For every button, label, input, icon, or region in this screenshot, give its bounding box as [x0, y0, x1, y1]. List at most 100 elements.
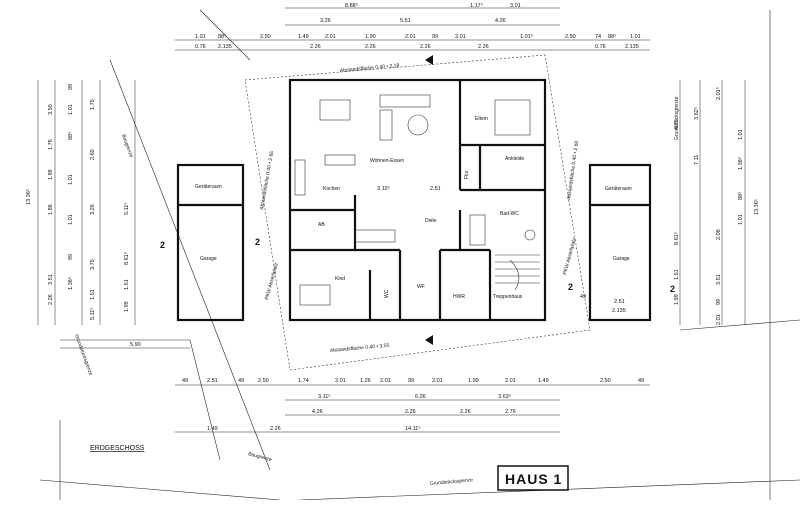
dim-top-r1-2: 3.01 [510, 3, 521, 9]
label-baugrenze-bottom: Baugrenze [247, 451, 272, 463]
label-grundstueck-right: Grundstücksgrenze [674, 96, 680, 140]
section-mark-right-inner: 2 [568, 282, 573, 292]
dim-bot-r1-5: 2.01 [335, 378, 346, 384]
dim-mid-1: 2.51 [430, 186, 441, 192]
dim-top-r2-0: 3.26 [320, 18, 331, 24]
dim-top-r3m-6: 1.01⁵ [520, 33, 533, 40]
house-outer-wall [288, 78, 547, 322]
bathtub [469, 214, 486, 246]
dim-top-r3r-3: 1.01 [630, 34, 641, 40]
dim-right-garage-w0: 2.51 [614, 299, 625, 305]
dim-left-c1-5: 2.26 [48, 294, 54, 305]
dim-left-c4-2: 1.51 [124, 279, 130, 290]
dim-right-c3-1: 1.38⁵ [737, 157, 744, 170]
label-abstand-top: Abstandsfläche 0.40 • 2.18 [340, 63, 400, 74]
label-wf: WF [417, 284, 425, 290]
abstandsflaeche-outline [244, 54, 591, 371]
dim-left-c2-2: 88⁵ [67, 132, 74, 140]
label-bad-wc: Bad-WC [500, 211, 519, 217]
boundary-lines [39, 9, 800, 501]
dim-left-c2-1: 1.01 [68, 104, 74, 115]
dim-left-c2-5: 99 [68, 254, 74, 260]
dim-bot-r1-10: 1.99 [468, 378, 479, 384]
label-treppenhaus: Treppenhaus [493, 294, 523, 300]
label-abstand-right: Abstandsfläche 0.40 • 2.60 [566, 140, 580, 200]
dim-bot-r1-11: 2.01 [505, 378, 516, 384]
dim-left-c4-3: 1.99 [124, 301, 130, 312]
dim-left-c4-0: 5.11⁵ [123, 202, 130, 215]
section-mark-left-inner: 2 [255, 237, 260, 247]
dim-top-r3m-4: 99 [432, 34, 438, 40]
dim-top-r4m-1: 2.26 [365, 44, 376, 50]
dim-top-r4l-1: 2.135 [218, 44, 232, 50]
round-table [407, 114, 429, 136]
dim-right-c2-0: 2.01⁵ [715, 87, 722, 100]
dim-bot-r2-1: 6.26 [415, 394, 426, 400]
dim-bot-r1-8: 99 [408, 378, 414, 384]
dim-bot-r1-13: 2.50 [600, 378, 611, 384]
dimension-lines [37, 7, 746, 433]
label-garage-left: Garage [200, 256, 217, 262]
dim-left-c1-3: 1.86 [48, 204, 54, 215]
section-mark-left: 2 [160, 240, 165, 250]
label-diele: Diele [425, 218, 437, 224]
label-pkw-left: PKW Abstellplatz [264, 262, 280, 301]
dim-top-r3r-0: 2.50 [565, 34, 576, 40]
label-flur: Flur [464, 170, 470, 179]
dim-left-c2-0: 99 [68, 84, 74, 90]
label-abstand-bottom: Abstandsfläche 0.40 • 3.55 [330, 343, 390, 354]
dim-right-c3-0: 1.01 [738, 129, 744, 140]
dim-bot-r4-2: 14.11⁵ [405, 425, 421, 432]
dim-top-r2-2: 4.26 [495, 18, 506, 24]
dim-left-c1-4: 3.51 [48, 274, 54, 285]
dim-left-c3-1: 2.60 [90, 149, 96, 160]
dim-bot-r1-14: 49 [638, 378, 644, 384]
grundstuck-line-bottom-left [39, 479, 281, 501]
garage-left [176, 163, 245, 322]
dim-top-r3r-2: 88⁵ [608, 33, 616, 40]
section-markers: 2 2 2 2 [160, 55, 675, 345]
house-label-frame [497, 465, 569, 491]
garage-left-wall [176, 163, 245, 322]
dim-right-c1-4: 1.51 [674, 269, 680, 280]
dim-right-c2-3: 99 [716, 299, 722, 305]
dim-bot-r3-3: 2.76 [505, 409, 516, 415]
sofa-side [379, 109, 393, 141]
label-wc: WC [384, 289, 390, 298]
dim-bot-r1-6: 1.26 [360, 378, 371, 384]
room-labels: Wohnen-Essen Kochen Eltern Ankleide Flur… [195, 116, 632, 300]
label-ankleide: Ankleide [505, 156, 524, 162]
label-kind: Kind [335, 276, 345, 282]
dim-bot-r3-0: 4.26 [312, 409, 323, 415]
dim-left-c4-1: 8.61⁵ [123, 252, 130, 265]
label-pkw-right: PKW Abstellplatz [562, 237, 578, 276]
dim-top-r3m-3: 2.01 [405, 34, 416, 40]
dim-left-c3-4: 1.51 [90, 289, 96, 300]
label-abstand-left: Abstandsfläche 0.40 • 2.65 [259, 150, 275, 210]
sofa [379, 94, 431, 108]
dim-bot-r2-0: 3.11⁵ [318, 393, 331, 400]
dim-right-c1-3: 8.61⁵ [673, 232, 680, 245]
dim-bot-r2-2: 3.63⁵ [498, 393, 511, 400]
boundary-line-top-left [199, 9, 251, 61]
dim-top-r3m-2: 1.99 [365, 34, 376, 40]
dim-mid-0: 3.12⁵ [377, 185, 390, 192]
staircase [495, 254, 540, 291]
dim-top-r4m-3: 2.26 [478, 44, 489, 50]
dim-top-r3m-1: 2.01 [325, 34, 336, 40]
dim-top-r1-0: 8.88⁵ [345, 2, 358, 9]
label-geraeteraum-left: Geräteraum [195, 184, 222, 190]
house-walls [288, 78, 547, 322]
boundary-line-right [679, 319, 800, 331]
dim-top-r3l-2: 2.50 [260, 34, 271, 40]
house-label-text: HAUS 1 [505, 471, 562, 487]
dim-left-bottom: 5.90 [130, 342, 141, 348]
dim-right-outer: 13.36⁵ [753, 199, 760, 215]
dimension-texts: 8.88⁵ 1.17⁵ 3.01 3.26 5.51 4.26 1.01 88⁵… [25, 2, 760, 432]
dim-bot-r1-2: 49 [238, 378, 244, 384]
kind-bed [299, 284, 331, 306]
dim-top-r3r-1: 74 [595, 34, 601, 40]
dim-bot-r1-1: 2.51 [207, 378, 218, 384]
north-arrow-top [425, 55, 433, 65]
dim-top-r4r-1: 2.135 [625, 44, 639, 50]
